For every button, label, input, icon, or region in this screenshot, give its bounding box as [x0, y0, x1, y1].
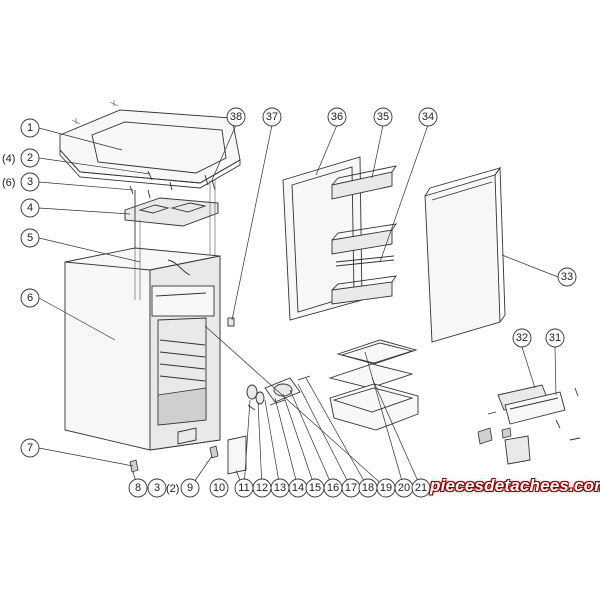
- callout-11: 11: [234, 478, 254, 498]
- door-shelves: [331, 165, 397, 305]
- outer-door: [424, 166, 506, 343]
- svg-text:4: 4: [27, 202, 33, 214]
- callout-3: 3: [20, 172, 40, 192]
- callout-8: 8: [128, 478, 148, 498]
- callout-7: 7: [20, 438, 40, 458]
- callout-34: 34: [418, 107, 438, 127]
- feet-and-hinge: [129, 427, 247, 475]
- qty-note-part-2: (4): [2, 153, 15, 165]
- callout-9: 9: [180, 478, 200, 498]
- svg-text:36: 36: [331, 111, 343, 123]
- freezer-door-parts: [477, 384, 581, 465]
- svg-text:19: 19: [380, 482, 392, 494]
- callout-15: 15: [305, 478, 325, 498]
- svg-text:6: 6: [27, 292, 33, 304]
- svg-text:3: 3: [154, 482, 160, 494]
- site-watermark: piecesdetachees.com: [430, 476, 600, 495]
- svg-text:38: 38: [230, 111, 242, 123]
- callout-16: 16: [323, 478, 343, 498]
- callout-19: 19: [376, 478, 396, 498]
- callout-21: 21: [411, 478, 431, 498]
- svg-text:9: 9: [187, 482, 193, 494]
- callout-1: 1: [20, 118, 40, 138]
- svg-text:31: 31: [549, 332, 561, 344]
- svg-text:13: 13: [274, 482, 286, 494]
- svg-text:35: 35: [377, 111, 389, 123]
- callout-14: 14: [288, 478, 308, 498]
- svg-text:1: 1: [27, 122, 33, 134]
- callout-18: 18: [358, 478, 378, 498]
- glass-shelves-and-crisper: [328, 339, 419, 431]
- callout-4: 4: [20, 198, 40, 218]
- svg-text:18: 18: [362, 482, 374, 494]
- svg-text:10: 10: [213, 482, 225, 494]
- callout-12: 12: [252, 478, 272, 498]
- svg-text:16: 16: [327, 482, 339, 494]
- svg-text:5: 5: [27, 232, 33, 244]
- callout-37: 37: [262, 107, 282, 127]
- svg-text:2: 2: [27, 152, 33, 164]
- svg-text:20: 20: [398, 482, 410, 494]
- callout-13: 13: [270, 478, 290, 498]
- callout-31: 31: [545, 328, 565, 348]
- svg-text:3: 3: [27, 176, 33, 188]
- svg-text:33: 33: [561, 271, 573, 283]
- svg-text:14: 14: [292, 482, 304, 494]
- callout-17: 17: [341, 478, 361, 498]
- svg-text:17: 17: [345, 482, 357, 494]
- callout-2: 2: [20, 148, 40, 168]
- svg-text:32: 32: [516, 332, 528, 344]
- svg-text:15: 15: [309, 482, 321, 494]
- callout-36: 36: [327, 107, 347, 127]
- svg-text:21: 21: [415, 482, 427, 494]
- svg-text:34: 34: [422, 111, 434, 123]
- cabinet-body: [64, 190, 221, 451]
- callout-32: 32: [512, 328, 532, 348]
- callout-10: 10: [209, 478, 229, 498]
- callout-33: 33: [557, 267, 577, 287]
- callout-38: 38: [226, 107, 246, 127]
- svg-text:37: 37: [266, 111, 278, 123]
- compressor-parts: [246, 375, 311, 411]
- svg-text:11: 11: [238, 482, 249, 494]
- callout-35: 35: [373, 107, 393, 127]
- svg-text:12: 12: [256, 482, 268, 494]
- qty-note-part-3-bottom: (2): [166, 483, 179, 495]
- callout-5: 5: [20, 228, 40, 248]
- light-switch: [227, 317, 235, 327]
- callout-6: 6: [20, 288, 40, 308]
- callout-20: 20: [394, 478, 414, 498]
- callout-3-bottom: 3: [147, 478, 167, 498]
- svg-text:7: 7: [27, 442, 33, 454]
- qty-note-part-3: (6): [2, 177, 15, 189]
- svg-text:8: 8: [135, 482, 141, 494]
